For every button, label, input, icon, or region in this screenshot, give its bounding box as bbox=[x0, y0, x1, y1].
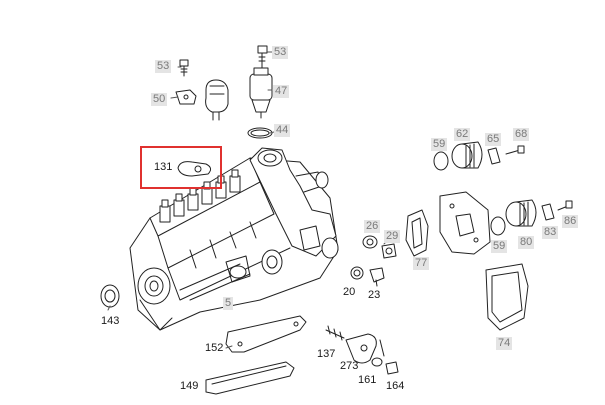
part-149-gasket bbox=[205, 361, 295, 395]
part-143-seal bbox=[100, 284, 120, 308]
label-77: 77 bbox=[413, 257, 430, 270]
part-77-gasket bbox=[405, 209, 429, 257]
part-62-valve bbox=[451, 141, 483, 169]
part-23-plug bbox=[369, 267, 385, 287]
part-68-screw bbox=[505, 145, 525, 155]
part-44-o-ring-inner bbox=[250, 129, 270, 137]
label-65: 65 bbox=[485, 133, 502, 146]
label-161: 161 bbox=[358, 374, 377, 386]
label-164: 164 bbox=[386, 380, 405, 392]
part-273-plate bbox=[345, 333, 377, 364]
label-26: 26 bbox=[364, 220, 381, 233]
label-44: 44 bbox=[274, 124, 291, 137]
label-53-left: 53 bbox=[155, 60, 172, 73]
part-59-o-ring-bottom bbox=[490, 216, 506, 236]
label-137: 137 bbox=[317, 348, 336, 360]
label-68: 68 bbox=[513, 128, 530, 141]
label-74: 74 bbox=[496, 337, 513, 350]
label-273: 273 bbox=[340, 360, 359, 372]
part-26-seal bbox=[362, 235, 378, 249]
label-59-top: 59 bbox=[431, 138, 448, 151]
drive-flange bbox=[137, 267, 173, 331]
label-83: 83 bbox=[542, 226, 559, 239]
part-20-washer bbox=[350, 266, 364, 280]
part-29-plug bbox=[381, 243, 397, 259]
part-53-screw-small bbox=[179, 59, 189, 77]
label-47: 47 bbox=[273, 85, 290, 98]
label-53-top: 53 bbox=[272, 46, 289, 59]
part-83-clip bbox=[541, 203, 555, 221]
label-50: 50 bbox=[151, 93, 168, 106]
part-161-washer bbox=[371, 357, 383, 367]
sensor-body bbox=[205, 79, 229, 121]
part-131-gasket bbox=[177, 161, 212, 177]
label-59-bottom: 59 bbox=[491, 240, 508, 253]
label-23: 23 bbox=[368, 289, 381, 301]
part-137-stud bbox=[325, 325, 345, 341]
label-152: 152 bbox=[205, 342, 224, 354]
cover-plate bbox=[439, 191, 491, 255]
delivery-valve-holders bbox=[159, 169, 241, 223]
leader-lines bbox=[107, 51, 389, 349]
label-62: 62 bbox=[454, 128, 471, 141]
label-143: 143 bbox=[101, 315, 120, 327]
label-29: 29 bbox=[384, 230, 401, 243]
part-164-nut bbox=[385, 361, 399, 375]
highlight-box-131 bbox=[140, 146, 222, 189]
label-131: 131 bbox=[154, 161, 173, 173]
part-65-clip bbox=[487, 147, 501, 165]
part-47-solenoid bbox=[249, 67, 273, 119]
label-86: 86 bbox=[562, 215, 579, 228]
injection-pump-body bbox=[129, 147, 339, 331]
part-53-screw-top bbox=[257, 45, 268, 69]
part-80-valve bbox=[505, 199, 537, 227]
part-152-gasket bbox=[225, 315, 307, 353]
label-5: 5 bbox=[223, 297, 234, 310]
part-59-o-ring-top bbox=[433, 151, 449, 171]
label-149: 149 bbox=[180, 380, 199, 392]
part-74-gasket bbox=[485, 263, 529, 331]
part-50-bracket bbox=[175, 89, 197, 105]
label-20: 20 bbox=[343, 286, 356, 298]
label-80: 80 bbox=[518, 236, 535, 249]
part-86-screw bbox=[557, 200, 573, 211]
